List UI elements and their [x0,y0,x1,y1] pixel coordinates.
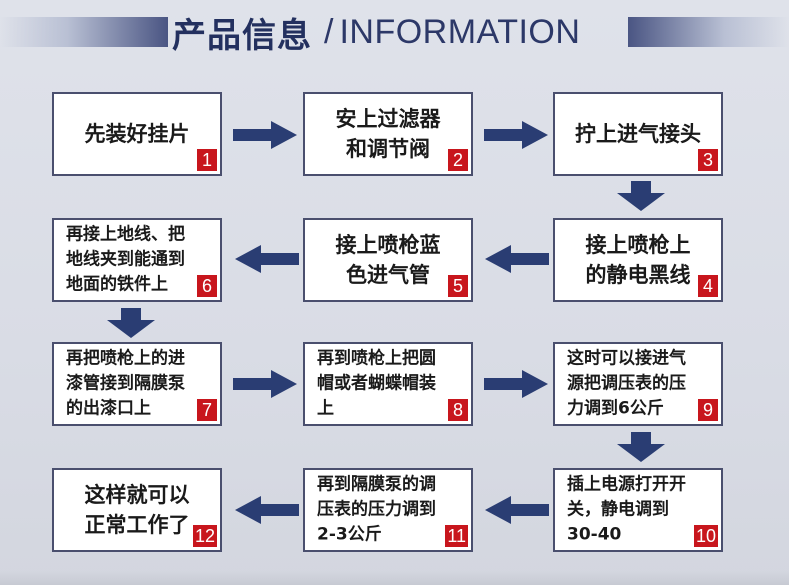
step-7-text: 再把喷枪上的进 漆管接到隔膜泵 的出漆口上 [66,347,208,422]
step-8-number-badge: 8 [448,399,468,421]
step-8-text: 再到喷枪上把圆 帽或者蝴蝶帽装 上 [317,347,459,422]
step-4-box: 接上喷枪上 的静电黑线 4 [553,218,723,302]
step-3-box: 拧上进气接头 3 [553,92,723,176]
arrow-down-icon [107,308,155,338]
step-5-text: 接上喷枪蓝 色进气管 [313,230,463,290]
step-6-number-badge: 6 [197,275,217,297]
step-8-line-2: 帽或者蝴蝶帽装 [317,373,436,394]
step-4-number-badge: 4 [698,275,718,297]
page-title: 产品信息 / INFORMATION [172,8,580,56]
step-2-number-badge: 2 [448,149,468,171]
step-11-text: 再到隔膜泵的调 压表的压力调到 2-3公斤 [317,473,459,548]
step-8-line-1: 再到喷枪上把圆 [317,348,436,369]
step-2-line-2: 和调节阀 [346,137,430,161]
step-2-line-1: 安上过滤器 [335,107,441,131]
arrow-left-icon [485,496,549,524]
step-5-box: 接上喷枪蓝 色进气管 5 [303,218,473,302]
step-5-line-1: 接上喷枪蓝 [335,233,441,257]
step-2-box: 安上过滤器 和调节阀 2 [303,92,473,176]
step-1-box: 先装好挂片 1 [52,92,222,176]
step-7-line-1: 再把喷枪上的进 [66,348,185,369]
step-1-line-1: 先装好挂片 [84,122,190,146]
step-11-line-3: 2-3公斤 [317,524,382,545]
header-banner: 产品信息 / INFORMATION [0,0,789,62]
step-6-box: 再接上地线、把 地线夹到能通到 地面的铁件上 6 [52,218,222,302]
title-english: INFORMATION [339,12,581,51]
step-3-text: 拧上进气接头 [563,119,713,149]
step-11-box: 再到隔膜泵的调 压表的压力调到 2-3公斤 11 [303,468,473,552]
step-6-text: 再接上地线、把 地线夹到能通到 地面的铁件上 [66,223,208,298]
arrow-down-icon [617,181,665,211]
step-12-line-1: 这样就可以 [84,483,190,507]
header-bar-left [0,17,168,47]
step-12-number-badge: 12 [192,525,217,547]
step-10-line-2: 关，静电调到 [567,499,669,520]
title-separator: / [324,12,334,51]
step-10-text: 插上电源打开开 关，静电调到 30-40 [567,473,709,548]
step-6-line-3: 地面的铁件上 [66,274,168,295]
arrow-right-icon [233,121,297,149]
step-6-line-1: 再接上地线、把 [66,224,185,245]
bottom-shadow-strip [0,571,789,585]
step-9-box: 这时可以接进气 源把调压表的压 力调到6公斤 9 [553,342,723,426]
step-5-number-badge: 5 [448,275,468,297]
step-7-box: 再把喷枪上的进 漆管接到隔膜泵 的出漆口上 7 [52,342,222,426]
step-7-number-badge: 7 [197,399,217,421]
step-7-line-2: 漆管接到隔膜泵 [66,373,185,394]
title-chinese: 产品信息 [172,15,312,56]
step-10-number-badge: 10 [693,525,718,547]
step-12-box: 这样就可以 正常工作了 12 [52,468,222,552]
step-8-line-3: 上 [317,398,334,419]
step-9-number-badge: 9 [698,399,718,421]
step-7-line-3: 的出漆口上 [66,398,151,419]
step-3-line-1: 拧上进气接头 [575,122,701,146]
step-5-line-2: 色进气管 [346,263,430,287]
step-10-line-1: 插上电源打开开 [567,474,686,495]
step-12-text: 这样就可以 正常工作了 [62,480,212,540]
arrow-left-icon [485,245,549,273]
step-1-text: 先装好挂片 [62,119,212,149]
step-12-line-2: 正常工作了 [84,513,190,537]
step-9-text: 这时可以接进气 源把调压表的压 力调到6公斤 [567,347,709,422]
arrow-down-icon [617,432,665,462]
step-10-line-3: 30-40 [567,524,622,545]
step-4-text: 接上喷枪上 的静电黑线 [563,230,713,290]
arrow-right-icon [484,121,548,149]
step-4-line-1: 接上喷枪上 [585,233,691,257]
step-11-line-2: 压表的压力调到 [317,499,436,520]
step-8-box: 再到喷枪上把圆 帽或者蝴蝶帽装 上 8 [303,342,473,426]
step-9-line-2: 源把调压表的压 [567,373,686,394]
header-bar-right [628,17,789,47]
step-6-line-2: 地线夹到能通到 [66,249,185,270]
arrow-right-icon [233,370,297,398]
step-2-text: 安上过滤器 和调节阀 [313,104,463,164]
step-11-line-1: 再到隔膜泵的调 [317,474,436,495]
step-3-number-badge: 3 [698,149,718,171]
step-1-number-badge: 1 [197,149,217,171]
arrow-right-icon [484,370,548,398]
step-9-line-3: 力调到6公斤 [567,398,664,419]
step-9-line-1: 这时可以接进气 [567,348,686,369]
step-11-number-badge: 11 [445,525,468,547]
step-4-line-2: 的静电黑线 [585,263,691,287]
step-10-box: 插上电源打开开 关，静电调到 30-40 10 [553,468,723,552]
arrow-left-icon [235,496,299,524]
arrow-left-icon [235,245,299,273]
